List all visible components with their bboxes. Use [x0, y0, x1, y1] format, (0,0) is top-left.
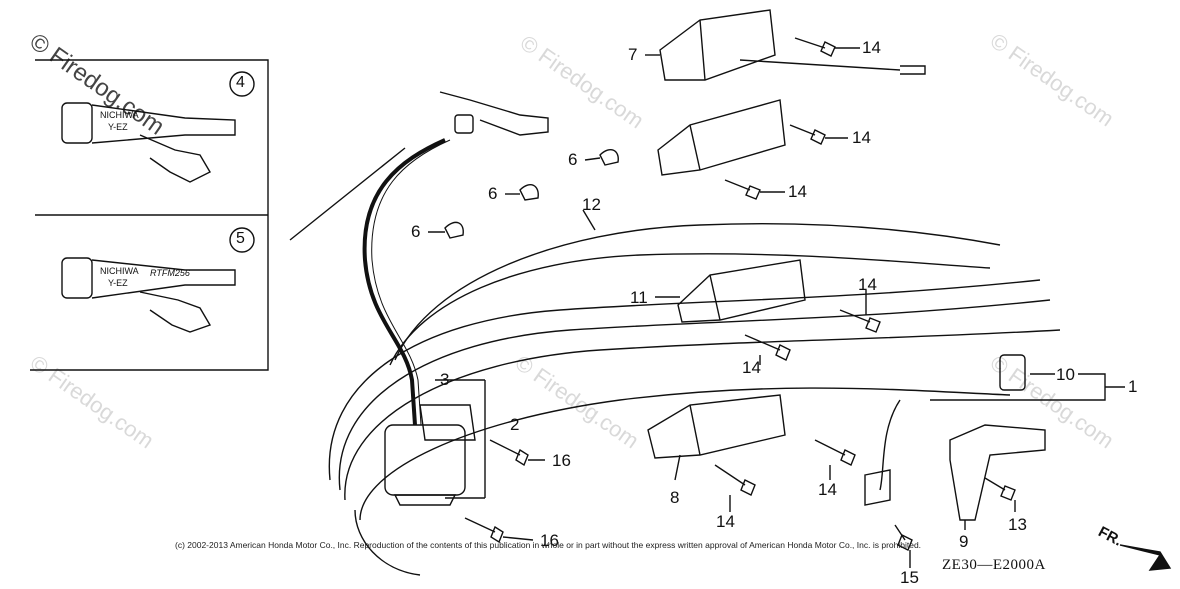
bolt-13: [984, 477, 1016, 512]
callout-14: 14: [788, 182, 807, 201]
ignition-coil: [384, 404, 476, 506]
grommet-10: [999, 354, 1026, 391]
callout-11: 11: [630, 288, 648, 307]
copyright-notice: (c) 2002-2013 American Honda Motor Co., …: [175, 540, 922, 550]
callout-14: 14: [858, 275, 877, 294]
inset-pointer-line: [289, 147, 406, 241]
coil-7: [659, 9, 926, 81]
bolt-14-bottom-right: [814, 439, 856, 480]
bolt-14-bottom: [714, 464, 756, 512]
cap-model-5: Y-EZ: [108, 278, 128, 288]
bracket-1: [930, 373, 1106, 401]
callout-16: 16: [552, 451, 571, 470]
bolt-15: [894, 524, 913, 568]
bolt-16-a: [489, 439, 545, 467]
index-circle-5: [229, 227, 255, 253]
callout-1: 1: [1128, 377, 1138, 396]
spark-plug-cap-4: [61, 102, 236, 183]
callout-6: 6: [411, 222, 421, 241]
direction-arrow: [1119, 544, 1172, 571]
callout-14: 14: [742, 358, 761, 377]
index-label-4: 4: [236, 74, 245, 91]
callout-14: 14: [862, 38, 881, 57]
bracket-9: [949, 424, 1046, 521]
diagram-code: ZE30—E2000A: [942, 557, 1046, 573]
callout-16: 16: [540, 531, 559, 550]
ground-terminal: [864, 469, 891, 506]
callout-8: 8: [670, 488, 680, 507]
callout-15: 15: [900, 568, 919, 587]
spark-plug-cap-5: [61, 257, 236, 333]
index-label-5: 5: [236, 230, 245, 247]
cap-brand-5: NICHIWA: [100, 266, 139, 276]
bolt-14-top: [794, 37, 860, 57]
callout-12: 12: [582, 195, 601, 214]
callout-10: 10: [1056, 365, 1075, 384]
callout-14: 14: [716, 512, 735, 531]
bolt-14-mid: [724, 179, 785, 200]
callout-13: 13: [1008, 515, 1027, 534]
callout-7: 7: [628, 45, 638, 64]
callout-6: 6: [488, 184, 498, 203]
bolt-16-b: [464, 517, 534, 544]
cap-model-4: Y-EZ: [108, 122, 128, 132]
bolt-14-lower: [744, 334, 791, 365]
callout-2: 2: [510, 415, 520, 434]
index-circle-4: [229, 71, 255, 97]
callout-9: 9: [959, 532, 969, 551]
callout-14: 14: [818, 480, 837, 499]
wire-harness: [328, 223, 1061, 576]
bolt-14-right: [839, 290, 881, 333]
coil-8: [647, 394, 786, 459]
cap-brand-4: NICHIWA: [100, 110, 139, 120]
callout-6: 6: [568, 150, 578, 169]
cap-extra-5: RTFM256: [150, 268, 190, 278]
coil-upper: [657, 99, 786, 176]
callout-3: 3: [440, 370, 450, 389]
coil-11: [677, 259, 806, 323]
clip-6: [428, 148, 619, 239]
bolt-14-upper: [789, 124, 848, 145]
ignition-lead: [362, 91, 549, 426]
callout-14: 14: [852, 128, 871, 147]
